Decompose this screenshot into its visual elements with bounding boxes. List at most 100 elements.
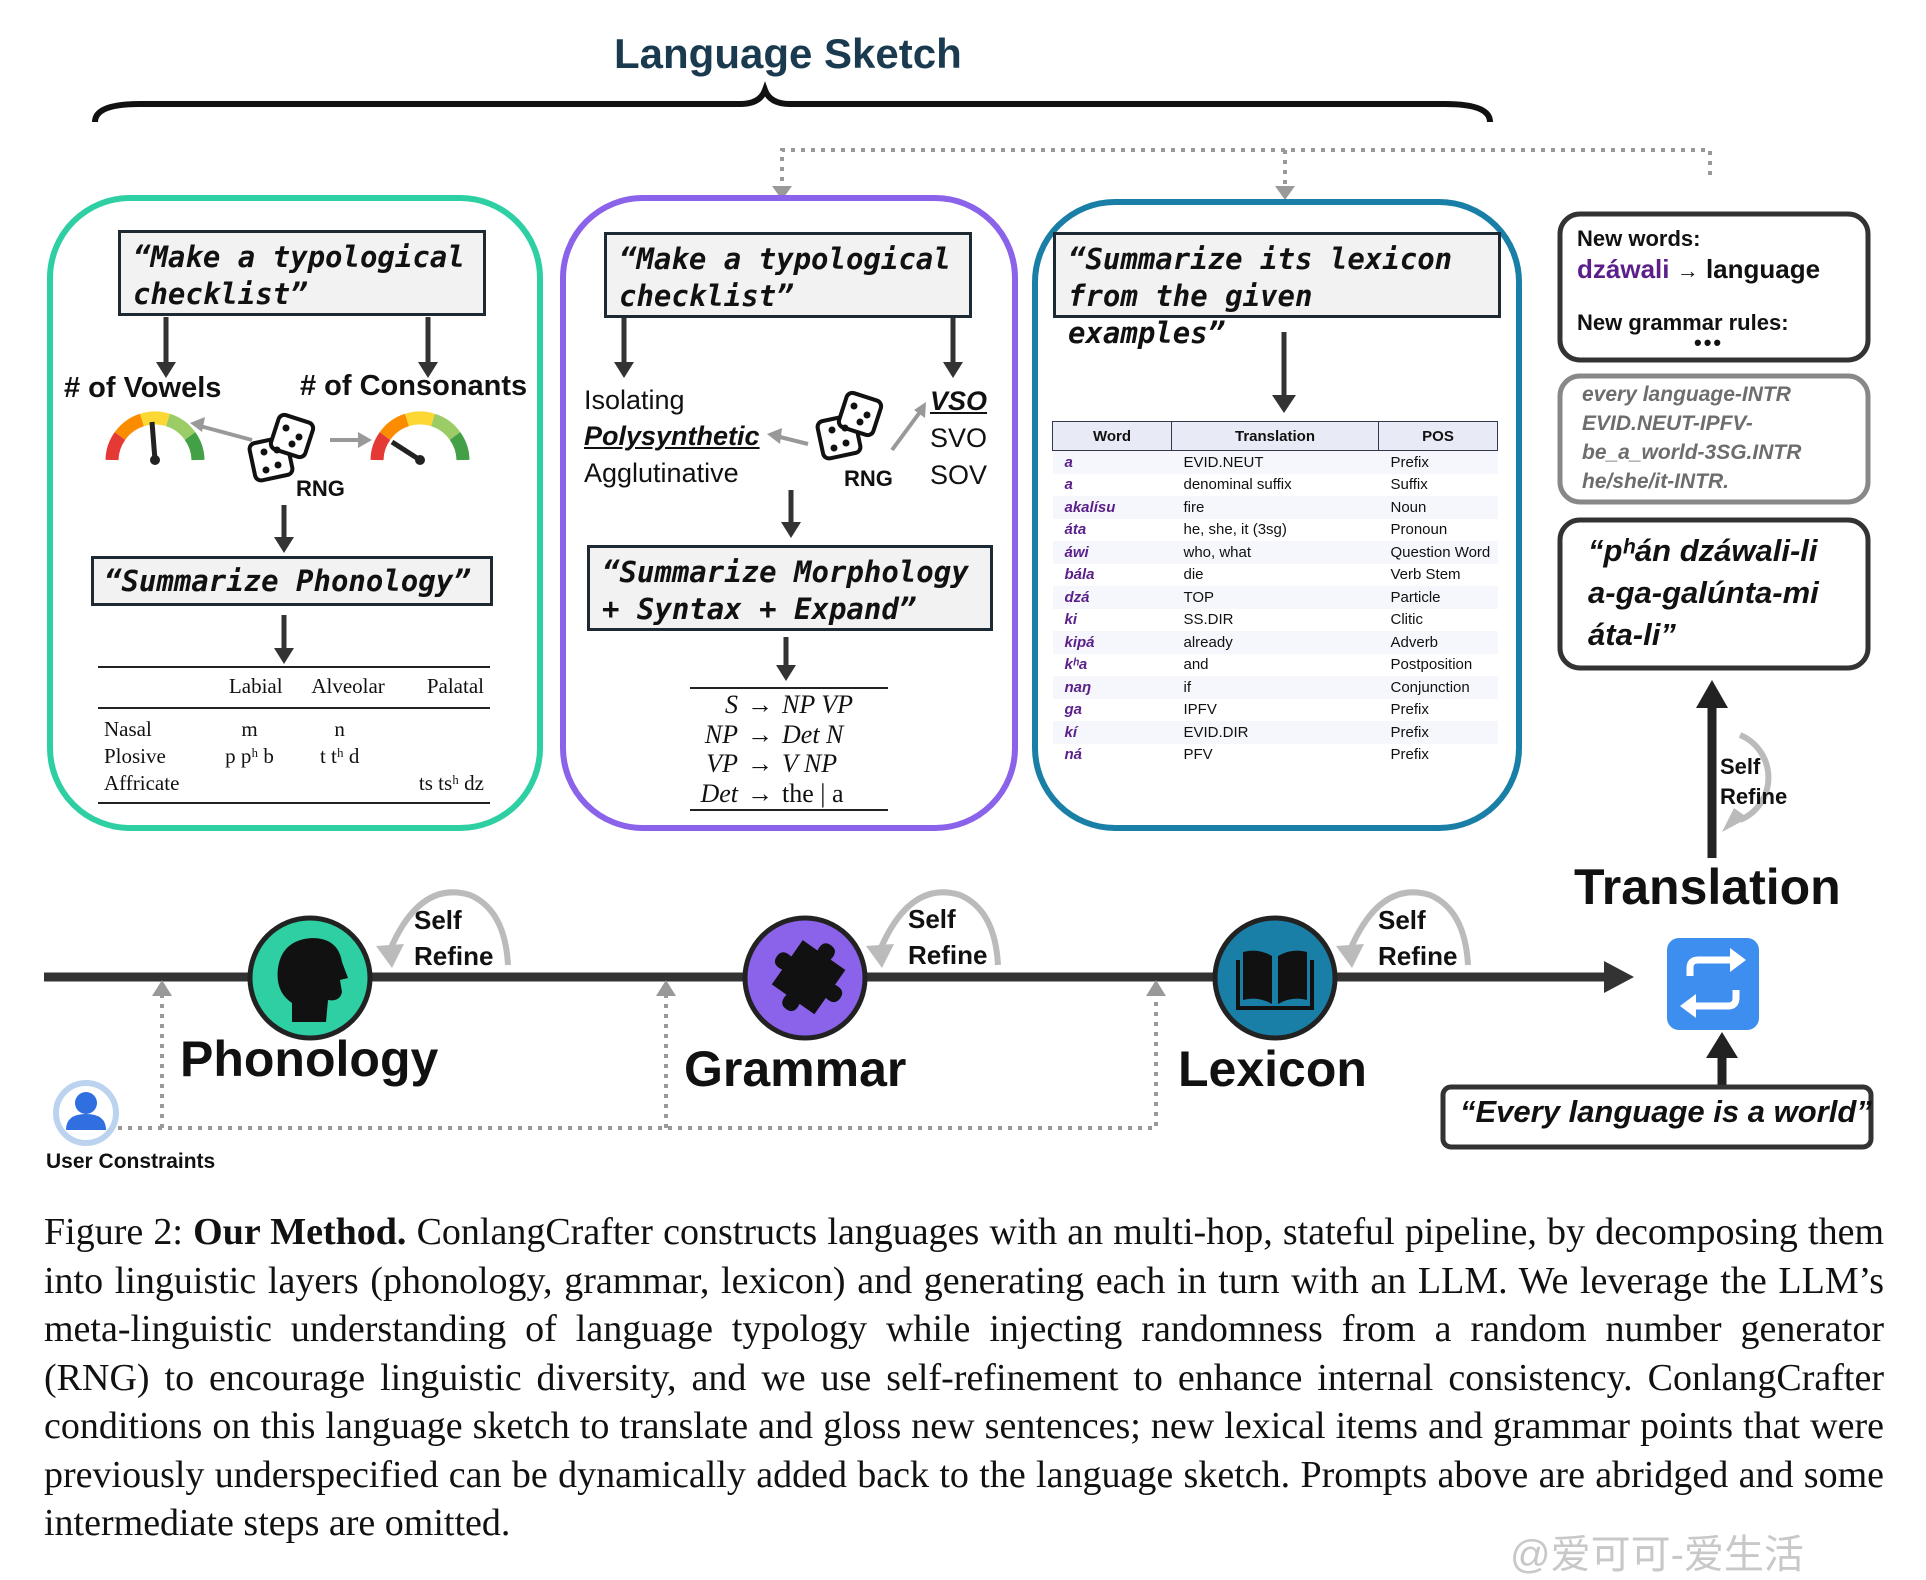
lexicon-word: áta <box>1064 521 1087 539</box>
caption-title: Our Method. <box>193 1211 407 1253</box>
rule-lhs: Det <box>700 778 738 808</box>
rule-lhs: S <box>725 690 738 719</box>
lexicon-translation: denominal suffix <box>1183 476 1292 494</box>
new-words-box <box>1557 211 1871 363</box>
lexicon-word: áwi <box>1052 541 1172 564</box>
user-constraints-label: User Constraints <box>46 1150 216 1173</box>
phon-cell: m <box>241 717 258 741</box>
lexicon-column-header: Word <box>1052 421 1172 451</box>
lexicon-translation: if <box>1171 676 1379 699</box>
lexicon-pos: Suffix <box>1390 476 1428 494</box>
lexicon-pos: Prefix <box>1390 746 1429 764</box>
phon-cell: ts tsʰ dz <box>390 770 490 804</box>
input-sentence-box <box>1440 1084 1874 1150</box>
self-refine-label: Self Refine <box>1378 902 1457 974</box>
self-refine-line: Refine <box>414 941 494 971</box>
output-line: áta-li” <box>1588 617 1676 652</box>
figure-caption: Figure 2: Our Method. ConlangCrafter con… <box>44 1208 1884 1548</box>
morph-option-isolating: Isolating <box>584 385 685 415</box>
lexicon-column-header: POS <box>1378 421 1498 451</box>
rule-rhs: NP VP <box>782 690 854 719</box>
morph-option-agglutinative: Agglutinative <box>584 458 739 488</box>
lexicon-pos: Conjunction <box>1378 676 1498 699</box>
stage-label-phonology: Phonology <box>180 1031 439 1087</box>
phon-cell: Plosive <box>104 744 166 768</box>
gloss-line: he/she/it-INTR. <box>1582 470 1730 493</box>
rule-rhs: V NP <box>782 749 838 778</box>
lexicon-translation: EVID.DIR <box>1171 721 1379 744</box>
self-refine-line: Refine <box>908 940 988 970</box>
grammar-panel <box>560 195 1018 831</box>
lexicon-word: kʰa <box>1064 656 1088 674</box>
lexicon-column-header: Translation <box>1171 421 1379 451</box>
phon-header: Alveolar <box>288 666 391 709</box>
lexicon-pos: Verb Stem <box>1390 566 1461 584</box>
phon-cell: n <box>334 717 345 741</box>
phon-cell: p pʰ b <box>225 744 274 768</box>
phon-header <box>98 666 211 709</box>
self-refine-line: Self <box>1378 905 1426 935</box>
dice-icon <box>247 412 316 483</box>
rule-rhs: the | a <box>782 778 844 808</box>
lexicon-pos: Clitic <box>1390 611 1424 629</box>
stage-label-lexicon: Lexicon <box>1178 1041 1367 1097</box>
ellipsis-icon: ••• <box>1694 330 1724 355</box>
phonology-summary-prompt: “Summarize Phonology” <box>91 556 493 606</box>
rule-arrow: → <box>747 749 773 778</box>
new-words-label: New words: <box>1577 226 1701 251</box>
phon-cell <box>210 770 289 804</box>
gloss-line: EVID.NEUT-IPFV- <box>1582 412 1753 435</box>
output-line: “pʰán dzáwali-li <box>1588 533 1818 568</box>
lexicon-word: ná <box>1064 746 1083 764</box>
lexicon-word: akalísu <box>1052 496 1172 519</box>
self-refine-line: Self <box>1720 754 1761 779</box>
lexicon-word: kipá <box>1052 631 1172 654</box>
gloss-line: every language-INTR <box>1582 383 1791 406</box>
grammar-checklist-prompt: “Make a typological checklist” <box>604 232 972 318</box>
rng-label: RNG <box>296 476 345 501</box>
vowels-label: # of Vowels <box>64 372 222 404</box>
lexicon-panel <box>1032 199 1522 831</box>
rule-rhs: Det N <box>782 719 844 749</box>
self-refine-line: Self <box>414 905 462 935</box>
lexicon-word: ki <box>1064 611 1078 629</box>
self-refine-line: Refine <box>1720 784 1788 809</box>
lexicon-translation: he, she, it (3sg) <box>1183 521 1287 539</box>
rng-label: RNG <box>844 466 893 491</box>
watermark: @爱可可-爱生活 <box>1510 1533 1804 1577</box>
lexicon-translation: TOP <box>1171 586 1379 609</box>
phon-cell <box>288 770 391 804</box>
lexicon-stage-icon <box>1212 915 1338 1041</box>
arrow-icon: → <box>1676 258 1699 283</box>
lexicon-word: ga <box>1064 701 1083 719</box>
translation-title: Translation <box>1574 859 1841 915</box>
lexicon-translation: already <box>1171 631 1379 654</box>
output-box <box>1557 517 1871 671</box>
table-row: kʰa and Postposition <box>1053 654 1498 677</box>
phonology-panel <box>47 195 543 831</box>
rule-lhs: NP <box>704 719 738 749</box>
phonology-stage-icon <box>247 915 373 1041</box>
rule-lhs: VP <box>706 749 738 778</box>
lexicon-pos: Adverb <box>1378 631 1498 654</box>
rule-arrow: → <box>747 778 773 808</box>
lexicon-word: bála <box>1064 566 1095 584</box>
lexicon-translation: and <box>1183 656 1209 674</box>
lexicon-translation: PFV <box>1183 746 1213 764</box>
consonants-label: # of Consonants <box>300 370 528 402</box>
phon-header: Palatal <box>390 666 490 709</box>
self-refine-line: Refine <box>1378 941 1458 971</box>
lexicon-pos: Particle <box>1378 586 1498 609</box>
lexicon-pos: Postposition <box>1390 656 1473 674</box>
new-rules-label: New grammar rules: <box>1577 310 1789 335</box>
phon-cell: Nasal <box>104 717 152 741</box>
page-title: Language Sketch <box>614 30 962 77</box>
